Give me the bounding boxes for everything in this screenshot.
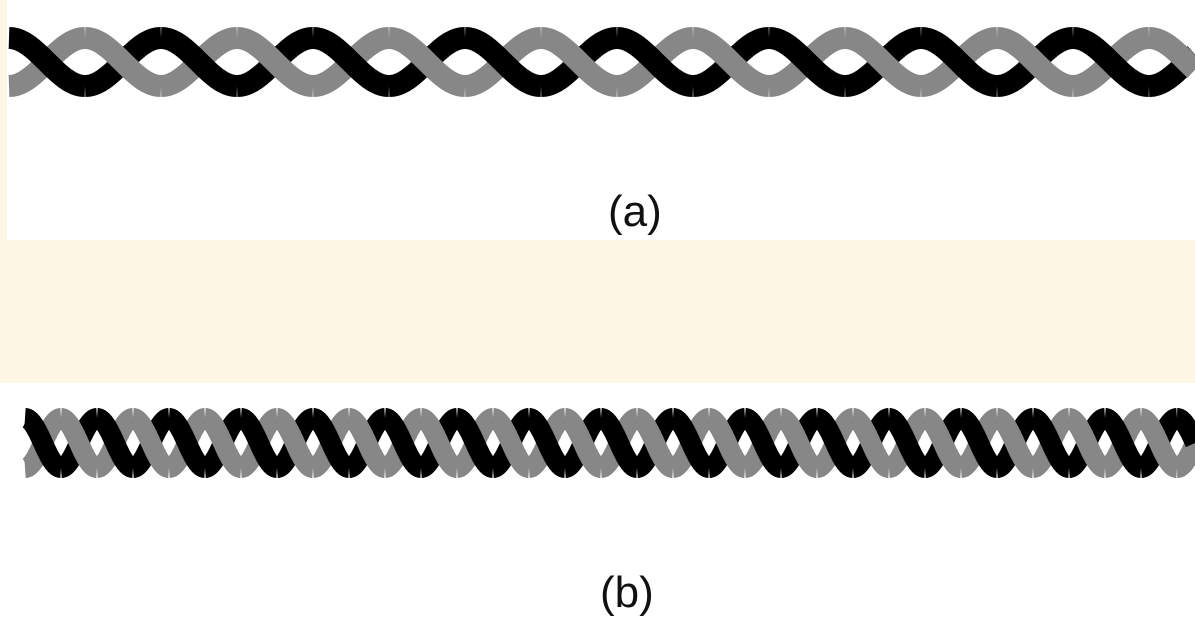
panel-b-dark-strand-segment	[382, 408, 424, 478]
panel-a-dark-strand-segment	[1072, 27, 1150, 97]
panel-b-dark-strand-segment	[1174, 408, 1195, 448]
panel-b-grey-strand-segment	[1138, 408, 1180, 478]
panel-b-grey-strand-segment	[994, 408, 1036, 478]
panel-a-grey-strand-segment	[1148, 27, 1195, 78]
panel-a-grey-strand-segment	[692, 27, 770, 97]
panel-b-dark-strand-segment	[22, 408, 64, 478]
panel-b-grey-strand-segment	[562, 408, 604, 478]
highlight-band	[0, 240, 1195, 383]
panel-b-dark-strand-segment	[1030, 408, 1072, 478]
panel-b-grey-strand-segment	[1066, 408, 1108, 478]
highlight-strip	[0, 0, 7, 240]
panel-a-dark-strand-segment	[8, 27, 86, 97]
panel-a-dark-strand-segment	[160, 27, 238, 97]
panel-a-dark-strand-segment	[768, 27, 846, 97]
panel-b-dark-strand-segment	[166, 408, 208, 478]
panel-b-grey-strand-segment	[706, 408, 748, 478]
panel-a-grey-strand-segment	[84, 27, 162, 97]
panel-b-dark-strand-segment	[526, 408, 568, 478]
panel-b-label: (b)	[600, 568, 654, 617]
panel-b-grey-strand-segment	[418, 408, 460, 478]
panel-b-grey-strand-segment	[850, 408, 892, 478]
panel-a-dark-strand-segment	[616, 27, 694, 97]
panel-a-grey-strand-segment	[540, 27, 618, 97]
panel-b-grey-strand-segment	[130, 408, 172, 478]
panel-a-grey-strand-segment	[236, 27, 314, 97]
panel-b-grey-strand-segment	[490, 408, 532, 478]
panel-b-dark-strand-segment	[670, 408, 712, 478]
panel-a-grey-strand-segment	[996, 27, 1074, 97]
panel-b-grey-strand-segment	[58, 408, 100, 478]
panel-b-dark-strand-segment	[1102, 408, 1144, 478]
panel-b-dark-strand-segment	[238, 408, 280, 478]
panel-a-twisted-pair-loose	[8, 27, 1195, 97]
panel-a-dark-strand-segment	[312, 27, 390, 97]
panel-b-dark-strand-segment	[742, 408, 784, 478]
panel-b-grey-strand-segment	[634, 408, 676, 478]
panel-b-dark-strand-segment	[958, 408, 1000, 478]
panel-b-dark-strand-segment	[310, 408, 352, 478]
panel-b-grey-strand-segment	[346, 408, 388, 478]
panel-b-dark-strand-segment	[94, 408, 136, 478]
panel-b-dark-strand-segment	[598, 408, 640, 478]
panel-b-dark-strand-segment	[814, 408, 856, 478]
panel-b-grey-strand-segment	[778, 408, 820, 478]
panel-b-grey-strand-segment	[1174, 438, 1195, 478]
panel-a-grey-strand-segment	[388, 27, 466, 97]
panel-b-dark-strand-segment	[886, 408, 928, 478]
panel-b-grey-strand-segment	[274, 408, 316, 478]
panel-b-twisted-pair-tight	[22, 408, 1195, 478]
panel-b-grey-strand-segment	[202, 408, 244, 478]
panel-a-grey-strand-segment	[844, 27, 922, 97]
panel-b-grey-strand-segment	[922, 408, 964, 478]
panel-a-label: (a)	[608, 187, 662, 236]
panel-a-dark-strand-segment	[920, 27, 998, 97]
panel-a-dark-strand-segment	[464, 27, 542, 97]
panel-b-dark-strand-segment	[454, 408, 496, 478]
